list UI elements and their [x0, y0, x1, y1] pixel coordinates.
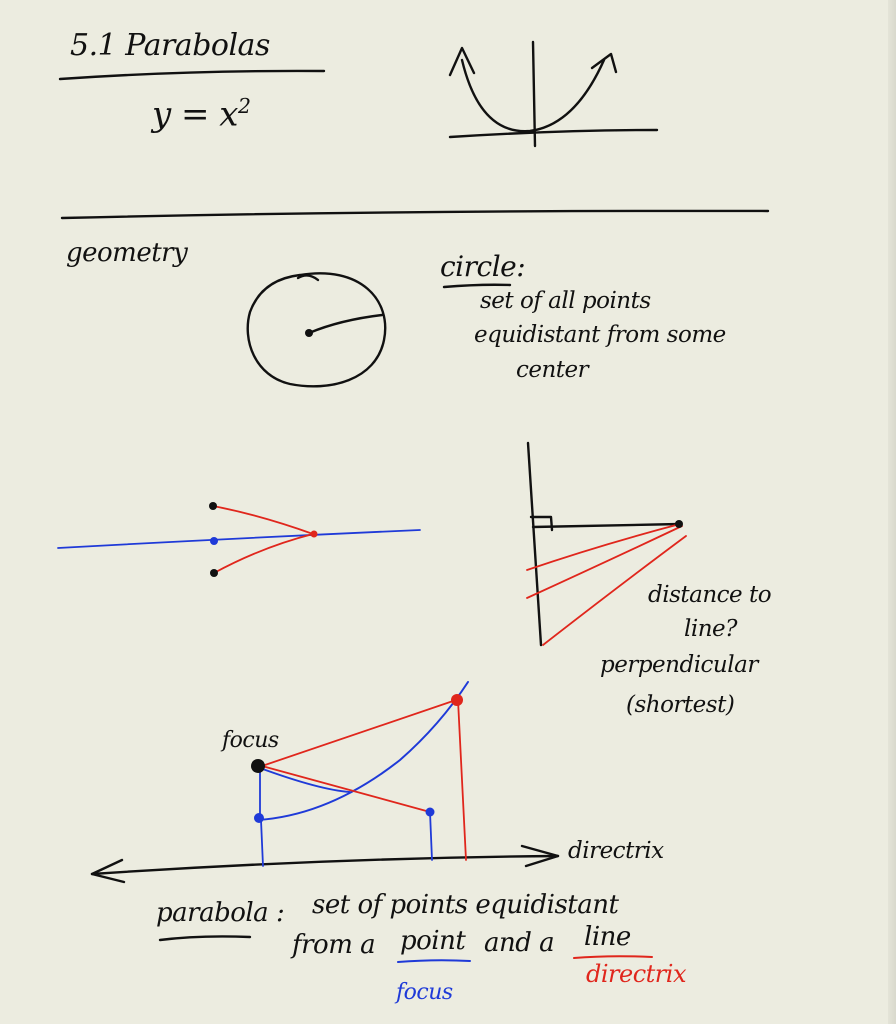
red-slant-2	[526, 525, 683, 599]
focus-dot	[251, 759, 265, 773]
blue-drop-mid	[429, 811, 433, 861]
directrix-arrow-right	[520, 844, 560, 868]
red-top-dot	[451, 694, 463, 706]
vertical-line	[526, 441, 543, 647]
blue-mid-dot	[425, 807, 435, 817]
red-path-upper	[212, 505, 314, 535]
red-equidistant-dot	[310, 530, 318, 538]
parabola-term-underline	[158, 935, 252, 942]
right-angle-mark	[529, 515, 554, 532]
equation-base: y = x	[152, 94, 239, 135]
circle-def-line1: set of all points	[480, 288, 651, 314]
red-focus-to-top	[261, 699, 457, 767]
graph-y-axis	[531, 40, 537, 148]
section-divider	[60, 209, 770, 220]
definition-line2-mid: and a	[484, 928, 555, 958]
distance-note-line1: distance to	[648, 582, 772, 608]
title-underline	[58, 69, 326, 81]
definition-line2-start: from a	[292, 930, 376, 960]
blue-line-dot	[210, 537, 218, 545]
distance-note-line4: (shortest)	[626, 692, 735, 718]
blue-parabola	[257, 681, 469, 821]
line-underline	[573, 955, 653, 959]
definition-point-word: point	[400, 926, 466, 956]
perpendicular-segment	[531, 522, 682, 529]
equation-exponent: 2	[238, 94, 251, 118]
arrow-right-head	[590, 52, 618, 74]
circle-def-line2: equidistant from some	[474, 322, 726, 348]
definition-line1: set of points equidistant	[312, 890, 619, 920]
focus-label: focus	[222, 728, 279, 753]
red-slant-1	[526, 523, 681, 571]
circle-center-dot	[305, 329, 313, 337]
blue-line	[57, 529, 421, 549]
red-path-lower	[213, 533, 314, 574]
focus-annotation: focus	[396, 980, 453, 1005]
lower-point-dot	[210, 569, 218, 577]
blue-drop-low	[260, 819, 264, 867]
circle-radius	[307, 313, 384, 335]
blue-low-dot	[254, 813, 264, 823]
red-focus-to-mid	[261, 765, 431, 813]
distance-note-line2: line?	[684, 616, 737, 642]
directrix-label: directrix	[568, 838, 664, 864]
parabola-term: parabola :	[156, 898, 285, 928]
circle-shape	[246, 272, 387, 388]
arrow-left-head	[448, 46, 476, 77]
upper-point-dot	[209, 502, 217, 510]
directrix-annotation: directrix	[586, 960, 686, 988]
circle-term: circle:	[440, 250, 526, 283]
perpendicular-end-dot	[675, 520, 683, 528]
directrix-arrow-left	[90, 858, 126, 884]
circle-term-underline	[442, 283, 512, 289]
point-underline	[397, 959, 471, 963]
focus-to-blue-curve	[259, 767, 351, 793]
red-slant-3	[542, 535, 687, 646]
distance-note-line3: perpendicular	[600, 652, 758, 678]
parabola-curve	[460, 58, 606, 133]
geometry-heading: geometry	[66, 238, 188, 268]
circle-def-line3: center	[516, 357, 589, 383]
circle-tick	[296, 274, 320, 282]
equation: y = x2	[152, 94, 251, 135]
red-drop-top	[457, 699, 467, 861]
graph-x-axis	[448, 128, 659, 139]
directrix-line	[90, 854, 560, 876]
definition-line-word: line	[584, 922, 631, 952]
page-title: 5.1 Parabolas	[70, 28, 270, 63]
